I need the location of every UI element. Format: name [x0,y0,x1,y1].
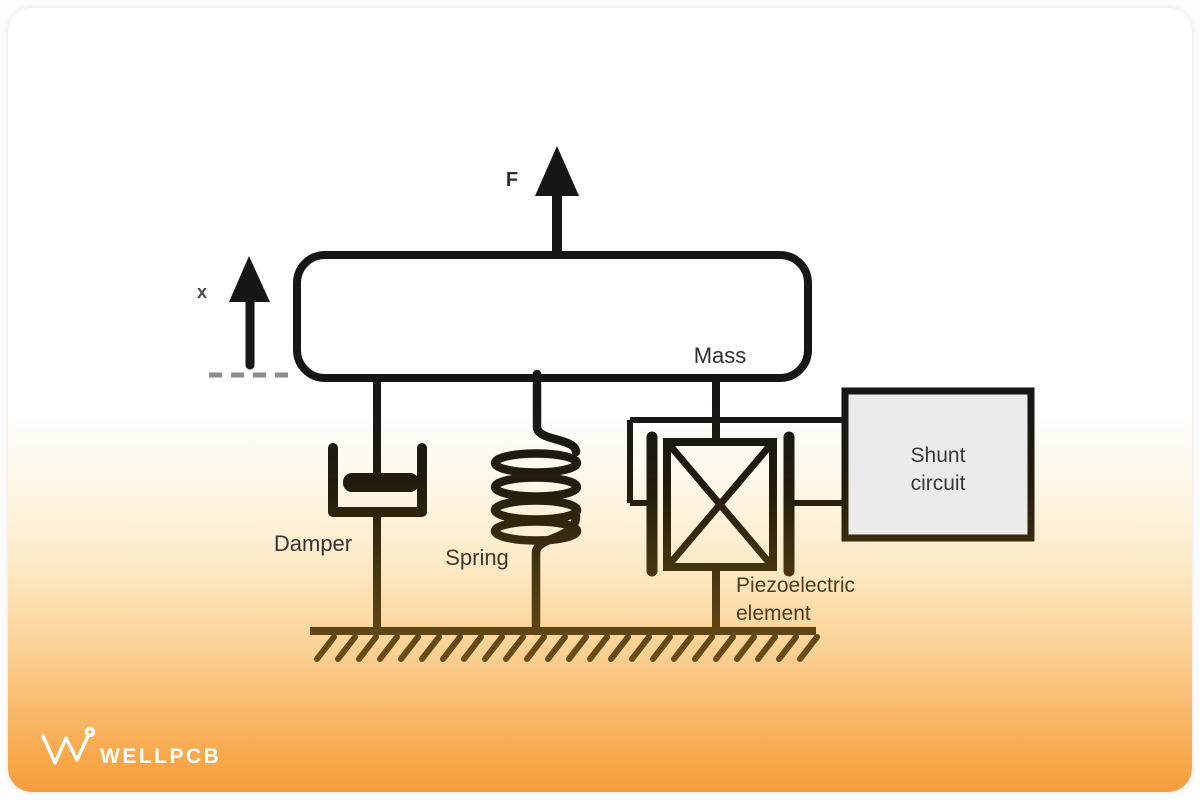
piezo-label-line1: Piezoelectric [736,574,855,597]
spring-symbol [490,369,582,636]
wellpcb-wordmark: WELLPCB [100,745,221,768]
displacement-arrow [229,256,270,370]
damper-symbol [328,378,427,631]
mass-label: Mass [694,343,747,368]
piezo-label-line2: element [736,602,811,625]
shunt-label-line1: Shunt [911,444,966,467]
ground-symbol [310,627,820,662]
shunt-label-line2: circuit [911,472,966,495]
spring-label: Spring [445,545,509,570]
force-arrow [535,146,579,258]
displacement-label: x [197,282,207,302]
wellpcb-mark-icon [41,726,96,765]
mass-block [293,251,812,382]
damper-label: Damper [274,531,352,556]
piezoelectric-element [627,378,845,631]
shunt-circuit-box [841,387,1035,542]
wellpcb-logo: WELLPCB [41,726,221,768]
force-label: F [506,169,518,191]
